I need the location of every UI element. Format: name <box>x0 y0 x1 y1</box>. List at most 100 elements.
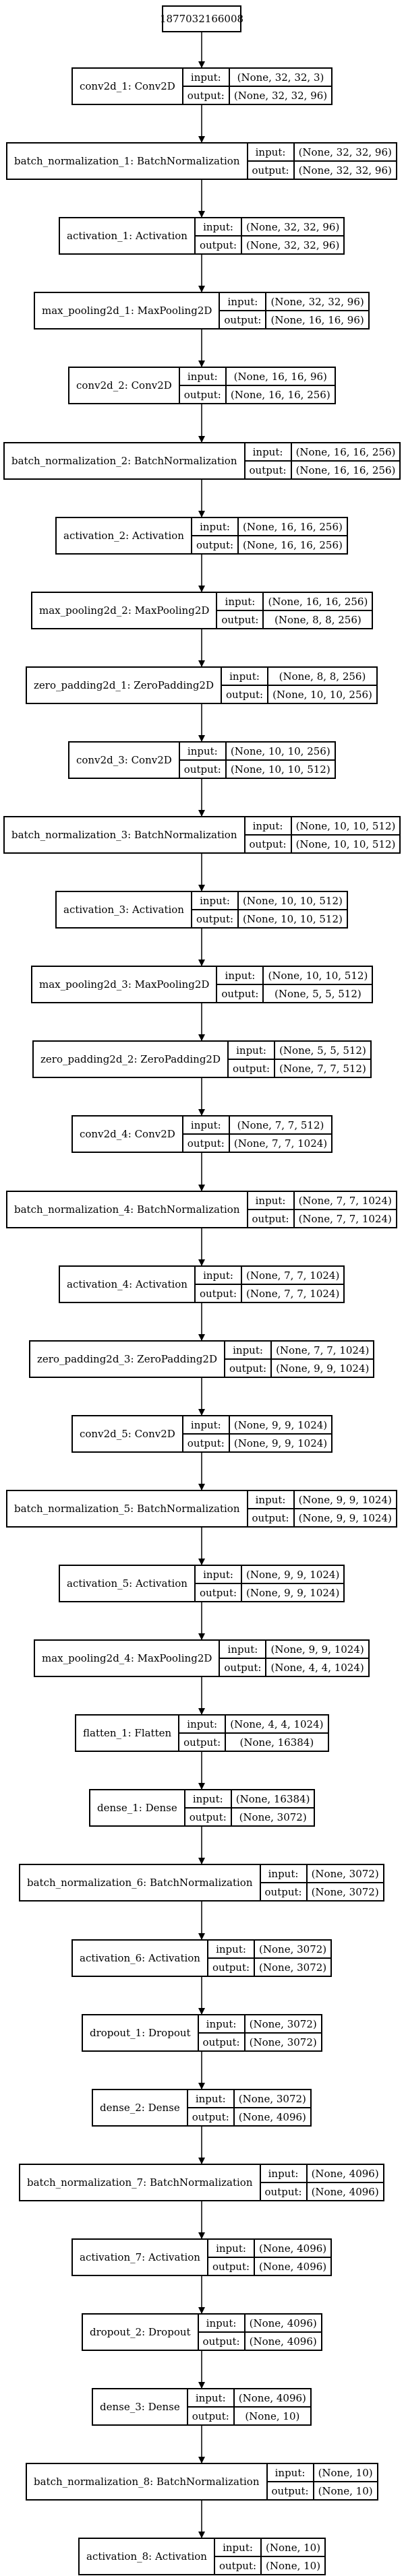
shape-values: (None, 10, 10, 512)(None, 10, 10, 512) <box>239 892 347 927</box>
shape-values: (None, 10)(None, 10) <box>262 2539 325 2574</box>
input-shape: (None, 4, 4, 1024) <box>226 1716 328 1734</box>
input-shape: (None, 4096) <box>307 2165 383 2183</box>
io-labels: input:output: <box>217 967 264 1002</box>
io-labels: input:output: <box>192 518 239 553</box>
layer-name: activation_8: Activation <box>80 2539 215 2574</box>
layer-name: activation_4: Activation <box>60 1267 196 1302</box>
shape-values: (None, 4096)(None, 4096) <box>245 2315 321 2350</box>
output-label: output: <box>196 912 234 925</box>
input-shape: (None, 10, 10, 512) <box>264 967 372 985</box>
output-label: output: <box>202 2335 240 2348</box>
output-shape: (None, 10, 10, 512) <box>295 838 396 850</box>
input-label: input: <box>208 1941 254 1959</box>
output-shape: (None, 32, 32, 96) <box>298 164 392 177</box>
root-node: 1877032166008 <box>160 5 243 32</box>
shape-values: (None, 16, 16, 256)(None, 16, 16, 256) <box>239 518 347 553</box>
output-label: output: <box>233 1062 270 1075</box>
io-labels: input:output: <box>195 1267 243 1302</box>
io-labels: input:output: <box>183 1117 230 1152</box>
input-label: input: <box>229 1042 275 1060</box>
layer-name: conv2d_1: Conv2D <box>73 69 183 104</box>
input-shape: (None, 5, 5, 512) <box>275 1042 370 1060</box>
layer-node: batch_normalization_6: BatchNormalizatio… <box>19 1864 384 1902</box>
output-shape: (None, 7, 7, 1024) <box>246 1287 340 1300</box>
shape-values: (None, 32, 32, 96)(None, 16, 16, 96) <box>266 293 368 328</box>
layer-node: batch_normalization_8: BatchNormalizatio… <box>26 2463 378 2501</box>
output-shape: (None, 3072) <box>259 1961 327 1974</box>
input-label: input: <box>192 518 238 536</box>
input-shape: (None, 10, 10, 512) <box>291 817 400 836</box>
output-label: output: <box>202 2036 240 2048</box>
layer-name: activation_1: Activation <box>60 218 196 253</box>
output-label: output: <box>199 1586 237 1599</box>
io-labels: input:output: <box>245 817 292 852</box>
layer-name: dense_1: Dense <box>90 1790 185 1825</box>
output-shape: (None, 32, 32, 96) <box>246 239 340 251</box>
input-label: input: <box>183 1117 229 1135</box>
output-label: output: <box>252 164 289 177</box>
io-labels: input:output: <box>187 2090 235 2125</box>
layer-name: activation_7: Activation <box>73 2240 208 2275</box>
layer-name: batch_normalization_7: BatchNormalizatio… <box>20 2165 261 2200</box>
input-label: input: <box>195 1267 241 1285</box>
shape-values: (None, 9, 9, 1024)(None, 9, 9, 1024) <box>294 1491 396 1526</box>
io-labels: input:output: <box>220 293 267 328</box>
output-shape: (None, 10, 10, 256) <box>272 688 372 701</box>
output-label: output: <box>219 2559 257 2572</box>
shape-values: (None, 10)(None, 10) <box>314 2464 377 2499</box>
io-labels: input:output: <box>245 443 292 478</box>
shape-values: (None, 3072)(None, 3072) <box>245 2015 321 2050</box>
shape-values: (None, 4, 4, 1024)(None, 16384) <box>226 1716 328 1751</box>
input-label: input: <box>245 817 291 836</box>
input-label: input: <box>248 144 293 162</box>
layer-name: batch_normalization_8: BatchNormalizatio… <box>27 2464 268 2499</box>
layer-name: zero_padding2d_3: ZeroPadding2D <box>30 1342 225 1377</box>
io-labels: input:output: <box>195 1566 243 1601</box>
output-label: output: <box>183 1736 221 1749</box>
input-label: input: <box>187 2090 233 2108</box>
io-labels: input:output: <box>222 668 269 703</box>
input-label: input: <box>183 1416 229 1435</box>
shape-values: (None, 16, 16, 256)(None, 16, 16, 256) <box>291 443 400 478</box>
shape-values: (None, 7, 7, 1024)(None, 7, 7, 1024) <box>294 1192 396 1227</box>
output-shape: (None, 9, 9, 1024) <box>233 1437 328 1449</box>
io-labels: input:output: <box>220 1641 267 1676</box>
shape-values: (None, 32, 32, 96)(None, 32, 32, 96) <box>242 218 344 253</box>
input-label: input: <box>198 2015 244 2034</box>
input-shape: (None, 3072) <box>234 2090 310 2108</box>
input-label: input: <box>179 368 225 386</box>
layer-name: dense_2: Dense <box>93 2090 188 2125</box>
input-shape: (None, 7, 7, 1024) <box>294 1192 396 1210</box>
input-label: input: <box>260 1865 306 1883</box>
input-shape: (None, 9, 9, 1024) <box>229 1416 332 1435</box>
layer-name: activation_6: Activation <box>73 1941 208 1976</box>
output-shape: (None, 16, 16, 96) <box>270 313 364 326</box>
input-shape: (None, 7, 7, 512) <box>229 1117 332 1135</box>
shape-values: (None, 10, 10, 256)(None, 10, 10, 512) <box>226 743 335 778</box>
shape-values: (None, 10, 10, 512) (None, 10, 10, 512) <box>291 817 400 852</box>
input-label: input: <box>217 593 263 611</box>
layer-name: activation_5: Activation <box>60 1566 196 1601</box>
shape-values: (None, 32, 32, 3)(None, 32, 32, 96) <box>229 69 332 104</box>
layer-node: batch_normalization_3: BatchNormalizatio… <box>3 816 401 854</box>
output-label: output: <box>249 464 287 476</box>
io-labels: input:output: <box>208 2240 256 2275</box>
output-label: output: <box>224 1661 262 1674</box>
shape-values: (None, 10, 10, 512)(None, 5, 5, 512) <box>264 967 372 1002</box>
input-shape: (None, 16, 16, 256) <box>264 593 372 611</box>
output-label: output: <box>187 1437 225 1449</box>
layer-name: conv2d_5: Conv2D <box>73 1416 183 1451</box>
input-shape: (None, 4096) <box>245 2315 321 2333</box>
input-label: input: <box>248 1491 293 1509</box>
